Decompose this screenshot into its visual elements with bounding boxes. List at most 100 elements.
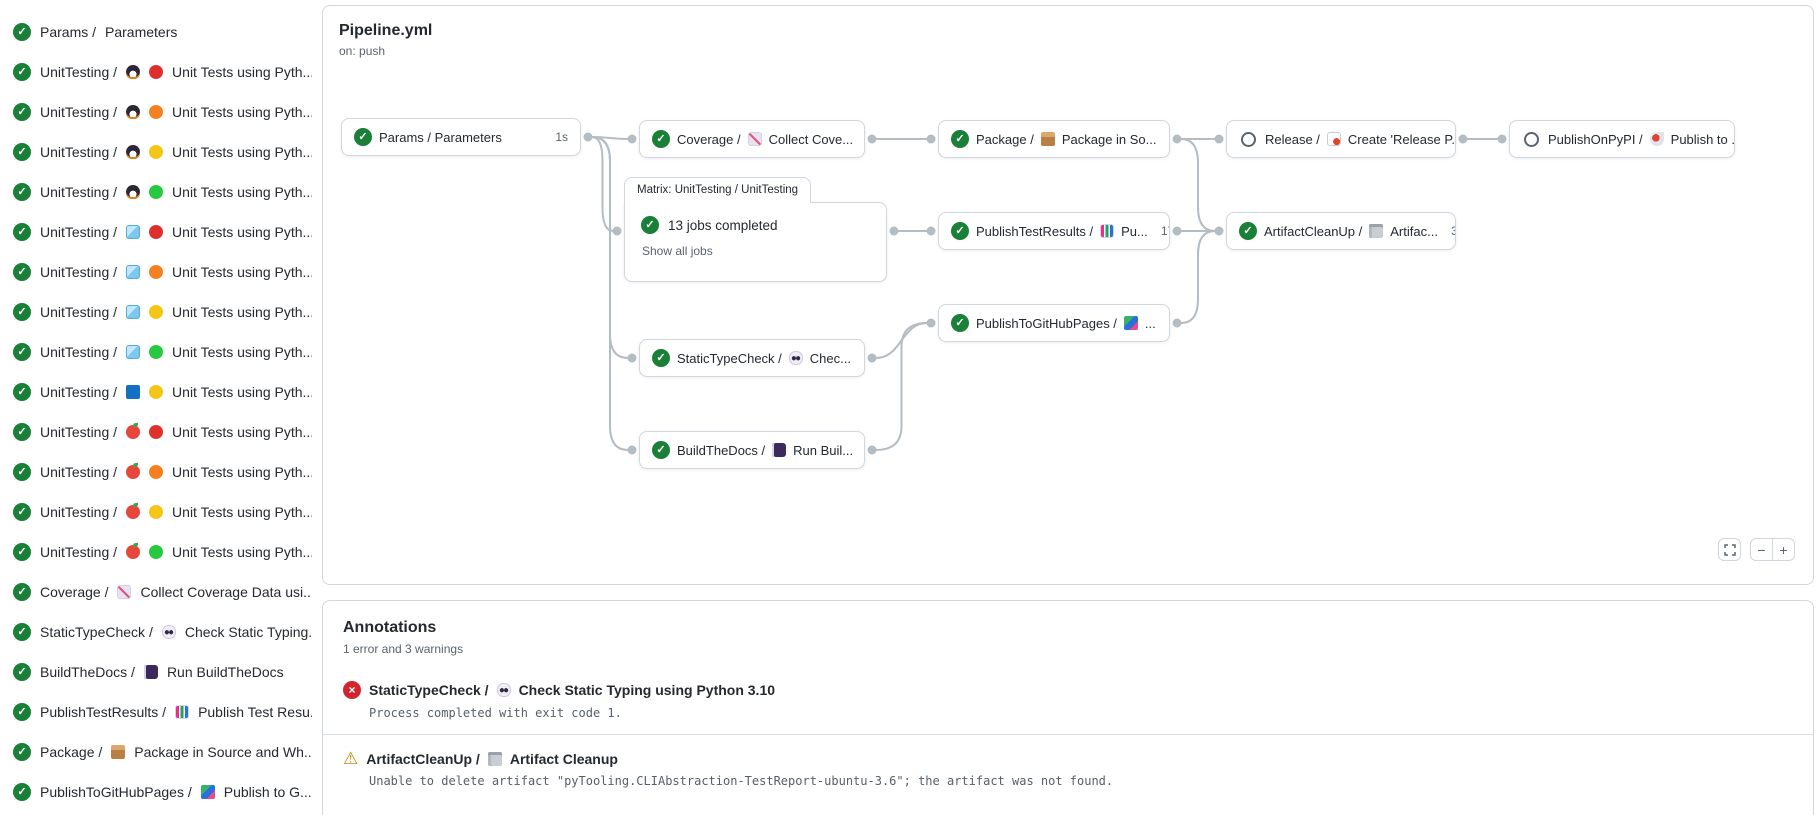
list-item[interactable]: ✓UnitTesting /Unit Tests using Pyth...	[0, 372, 312, 412]
port-dot	[1172, 134, 1182, 144]
check-circle-icon: ✓	[13, 103, 31, 121]
bars-icon	[175, 705, 190, 719]
graph-node-package[interactable]: ✓Package /Package in So...25s	[938, 120, 1170, 158]
node-label: Pu...	[1121, 223, 1148, 239]
matrix-status-text: 13 jobs completed	[668, 217, 778, 233]
job-prefix: UnitTesting /	[40, 344, 118, 360]
zoom-in-button[interactable]: +	[1772, 538, 1795, 561]
job-prefix: UnitTesting /	[40, 224, 118, 240]
check-circle-icon: ✓	[951, 314, 969, 332]
graph-edges	[583, 132, 1507, 455]
list-item[interactable]: ✓Params /Parameters	[0, 12, 312, 52]
graph-node-release[interactable]: Release /Create 'Release P...	[1226, 120, 1456, 158]
node-label: Collect Cove...	[768, 131, 854, 147]
job-label: Unit Tests using Pyth...	[172, 424, 312, 440]
port-dot	[889, 226, 899, 236]
check-circle-icon: ✓	[1239, 222, 1257, 240]
eyes-icon	[496, 683, 511, 697]
graph-node-publishonpypi[interactable]: PublishOnPyPI /Publish to ...	[1509, 120, 1735, 158]
matrix-body[interactable]: ✓ 13 jobs completed Show all jobs	[624, 202, 887, 282]
check-circle-icon: ✓	[354, 128, 372, 146]
graph-node-publishtestresults[interactable]: ✓PublishTestResults /Pu...17s	[938, 212, 1170, 250]
graph-node-statictypecheck[interactable]: ✓StaticTypeCheck /Chec...13s	[639, 339, 865, 377]
annotation-title[interactable]: ⚠ArtifactCleanUp /Artifact Cleanup	[343, 750, 1793, 767]
list-item[interactable]: ✓StaticTypeCheck /Check Static Typing...	[0, 612, 312, 652]
dot-yellow-icon	[149, 505, 164, 519]
job-label: Unit Tests using Pyth...	[172, 184, 312, 200]
list-item[interactable]: ✓Package /Package in Source and Wh...	[0, 732, 312, 772]
edge-params-to-buildthedocs	[591, 136, 629, 451]
edge-package-to-artifactcleanup	[1180, 138, 1216, 232]
list-item[interactable]: ✓BuildTheDocs /Run BuildTheDocs	[0, 652, 312, 692]
job-prefix: UnitTesting /	[40, 144, 118, 160]
zoom-out-button[interactable]: −	[1750, 538, 1773, 561]
check-circle-icon: ✓	[13, 503, 31, 521]
node-label: Artifac...	[1390, 223, 1438, 239]
check-circle-icon: ✓	[13, 423, 31, 441]
check-circle-icon: ✓	[13, 383, 31, 401]
node-duration: 17s	[1160, 224, 1169, 238]
fullscreen-button[interactable]	[1718, 538, 1741, 561]
bluesq-icon	[126, 385, 141, 399]
list-item[interactable]: ✓ UnitTesting / Unit Tests using Pyth...	[0, 332, 312, 372]
annotation-title[interactable]: ×StaticTypeCheck /Check Static Typing us…	[343, 681, 1793, 699]
job-prefix: BuildTheDocs /	[40, 664, 135, 680]
port-dot	[926, 318, 936, 328]
workflow-file-title: Pipeline.yml	[339, 22, 433, 39]
eyes-icon	[788, 351, 803, 365]
list-item[interactable]: ✓PublishTestResults /Publish Test Resu..…	[0, 692, 312, 732]
job-prefix: UnitTesting /	[40, 304, 118, 320]
dot-yellow-icon	[149, 145, 164, 159]
penguin-icon	[126, 145, 141, 159]
chart-icon	[117, 585, 132, 599]
rocket-icon	[1649, 132, 1664, 146]
list-item[interactable]: ✓UnitTesting /Unit Tests using Pyth...	[0, 212, 312, 252]
penguin-icon	[126, 65, 141, 79]
port-dot	[867, 134, 877, 144]
check-circle-icon: ✓	[13, 303, 31, 321]
job-label: Package in Source and Wh...	[134, 744, 312, 760]
annotations-title: Annotations	[343, 619, 437, 636]
list-item[interactable]: ✓UnitTesting /Unit Tests using Pyth...	[0, 412, 312, 452]
matrix-group: Matrix: UnitTesting / UnitTesting ✓ 13 j…	[624, 177, 887, 282]
list-item[interactable]: ✓UnitTesting /Unit Tests using Pyth...	[0, 492, 312, 532]
port-dot	[627, 445, 637, 455]
port-dot	[867, 353, 877, 363]
eyes-icon	[161, 625, 176, 639]
graph-node-artifactcleanup[interactable]: ✓ArtifactCleanUp /Artifac...3s	[1226, 212, 1456, 250]
list-item[interactable]: ✓Coverage /Collect Coverage Data usi...	[0, 572, 312, 612]
show-all-jobs-link[interactable]: Show all jobs	[642, 244, 713, 258]
list-item[interactable]: ✓UnitTesting /Unit Tests using Pyth...	[0, 92, 312, 132]
list-item[interactable]: ✓UnitTesting /Unit Tests using Pyth...	[0, 172, 312, 212]
list-item[interactable]: ✓UnitTesting /Unit Tests using Pyth...	[0, 52, 312, 92]
list-item[interactable]: ✓UnitTesting /Unit Tests using Pyth...	[0, 452, 312, 492]
annotation-job-prefix: StaticTypeCheck /	[369, 682, 489, 698]
dot-red-icon	[149, 65, 164, 79]
workflow-trigger: on: push	[339, 44, 386, 58]
node-label: Run Buil...	[793, 442, 854, 458]
matrix-tab-label: Matrix: UnitTesting / UnitTesting	[624, 177, 812, 203]
graph-node-publishtogithubpages[interactable]: ✓PublishToGitHubPages /...13s	[938, 304, 1170, 342]
dot-yellow-icon	[149, 385, 164, 399]
check-circle-icon: ✓	[13, 343, 31, 361]
node-prefix: PublishOnPyPI /	[1548, 131, 1643, 147]
list-item[interactable]: ✓UnitTesting /Unit Tests using Pyth...	[0, 132, 312, 172]
graph-node-buildthedocs[interactable]: ✓BuildTheDocs /Run Buil...47s	[639, 431, 865, 469]
list-item[interactable]: ✓UnitTesting /Unit Tests using Pyth...	[0, 252, 312, 292]
edge-params-to-matrix	[591, 136, 614, 232]
list-item[interactable]: ✓UnitTesting /Unit Tests using Pyth...	[0, 292, 312, 332]
list-item[interactable]: ✓PublishToGitHubPages /Publish to G...	[0, 772, 312, 812]
warning-triangle-icon: ⚠	[343, 749, 359, 768]
check-circle-icon: ✓	[13, 23, 31, 41]
job-label: Unit Tests using Pyth...	[172, 544, 312, 560]
port-dot	[926, 134, 936, 144]
check-circle-icon: ✓	[951, 222, 969, 240]
job-prefix: UnitTesting /	[40, 464, 118, 480]
annotations-summary: 1 error and 3 warnings	[343, 642, 464, 656]
graph-node-coverage[interactable]: ✓Coverage /Collect Cove...25s	[639, 120, 865, 158]
port-dot	[1172, 318, 1182, 328]
job-label: Unit Tests using Pyth...	[172, 344, 312, 360]
list-item[interactable]: ✓UnitTesting /Unit Tests using Pyth...	[0, 532, 312, 572]
check-circle-icon: ✓	[652, 349, 670, 367]
